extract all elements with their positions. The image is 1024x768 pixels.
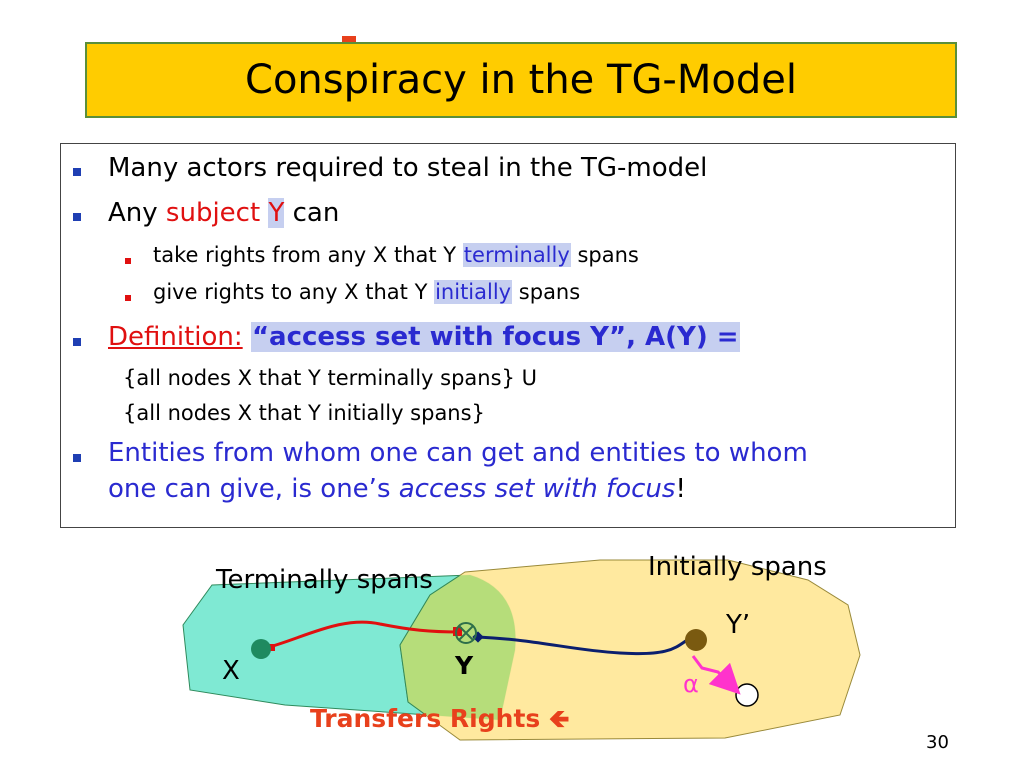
x-label: X: [222, 656, 240, 686]
red-path-start: [268, 644, 275, 651]
slide-title: Conspiracy in the TG-Model: [245, 57, 797, 103]
bullet-square: [73, 338, 81, 346]
sub-bullet-2-highlight: initially: [434, 280, 513, 304]
node-y-prime: [685, 629, 707, 651]
red-path-end: [453, 627, 462, 636]
sub-bullet-text: take rights from any X that Y terminally…: [153, 243, 639, 267]
bullet-2-y: Y: [268, 198, 285, 228]
y-label: Y: [455, 651, 474, 680]
terminally-spans-label: Terminally spans: [216, 565, 433, 595]
alpha-arrow: [691, 655, 741, 695]
alpha-label: α: [683, 670, 699, 698]
sub-bullet-2-pre: give rights to any X that Y: [153, 280, 428, 304]
bullet-2-pre: Any: [108, 198, 158, 228]
bullet-4-pre: one can give, is one’s: [108, 474, 391, 504]
initially-spans-label: Initially spans: [648, 552, 827, 582]
bullet-4-post: !: [675, 474, 686, 504]
terminal-path: [261, 620, 461, 651]
transfers-rights-caption: Transfers Rights 🡸: [310, 700, 569, 743]
bullet-square: [73, 168, 81, 176]
content-box: Many actors required to steal in the TG-…: [60, 143, 956, 528]
bullet-4-line-1: Entities from whom one can get and entit…: [108, 438, 808, 468]
sub-bullet-text: give rights to any X that Y initially sp…: [153, 280, 580, 304]
continuation-2: {all nodes X that Y initially spans}: [123, 401, 485, 425]
transfers-rights-text: Transfers Rights: [310, 704, 541, 733]
bullet-2-subject: subject: [165, 198, 261, 228]
sub-bullet-square: [125, 295, 131, 301]
page-number: 30: [926, 732, 949, 753]
left-arrow-icon: 🡸: [549, 704, 570, 733]
bullet-square: [73, 213, 81, 221]
node-target: [735, 683, 759, 707]
sub-bullet-2-post: spans: [518, 280, 581, 304]
bullet-2-post: can: [292, 198, 340, 228]
bullet-square: [73, 454, 81, 462]
continuation-1: {all nodes X that Y terminally spans} U: [123, 366, 537, 390]
title-accent-mark: [342, 36, 356, 42]
title-banner: Conspiracy in the TG-Model: [85, 42, 957, 118]
sub-bullet-1-highlight: terminally: [462, 243, 571, 267]
sub-bullet-1-post: spans: [577, 243, 639, 267]
definition-text: “access set with focus Y”, A(Y) =: [250, 322, 740, 352]
definition-label: Definition:: [108, 322, 243, 352]
y-prime-label: Y’: [726, 610, 751, 640]
bullet-text: Any subject Y can: [108, 198, 339, 228]
bullet-4-italic: access set with focus: [398, 474, 676, 504]
node-y-icon: [455, 622, 477, 644]
initial-path: [477, 635, 691, 656]
node-x: [251, 639, 271, 659]
bullet-1-text: Many actors required to steal in the TG-…: [108, 153, 708, 183]
sub-bullet-1-pre: take rights from any X that Y: [153, 243, 457, 267]
bullet-text: Definition: “access set with focus Y”, A…: [108, 322, 740, 352]
bullet-text: Many actors required to steal in the TG-…: [108, 153, 707, 183]
bullet-4-line-2: one can give, is one’s access set with f…: [108, 474, 686, 504]
sub-bullet-square: [125, 258, 131, 264]
